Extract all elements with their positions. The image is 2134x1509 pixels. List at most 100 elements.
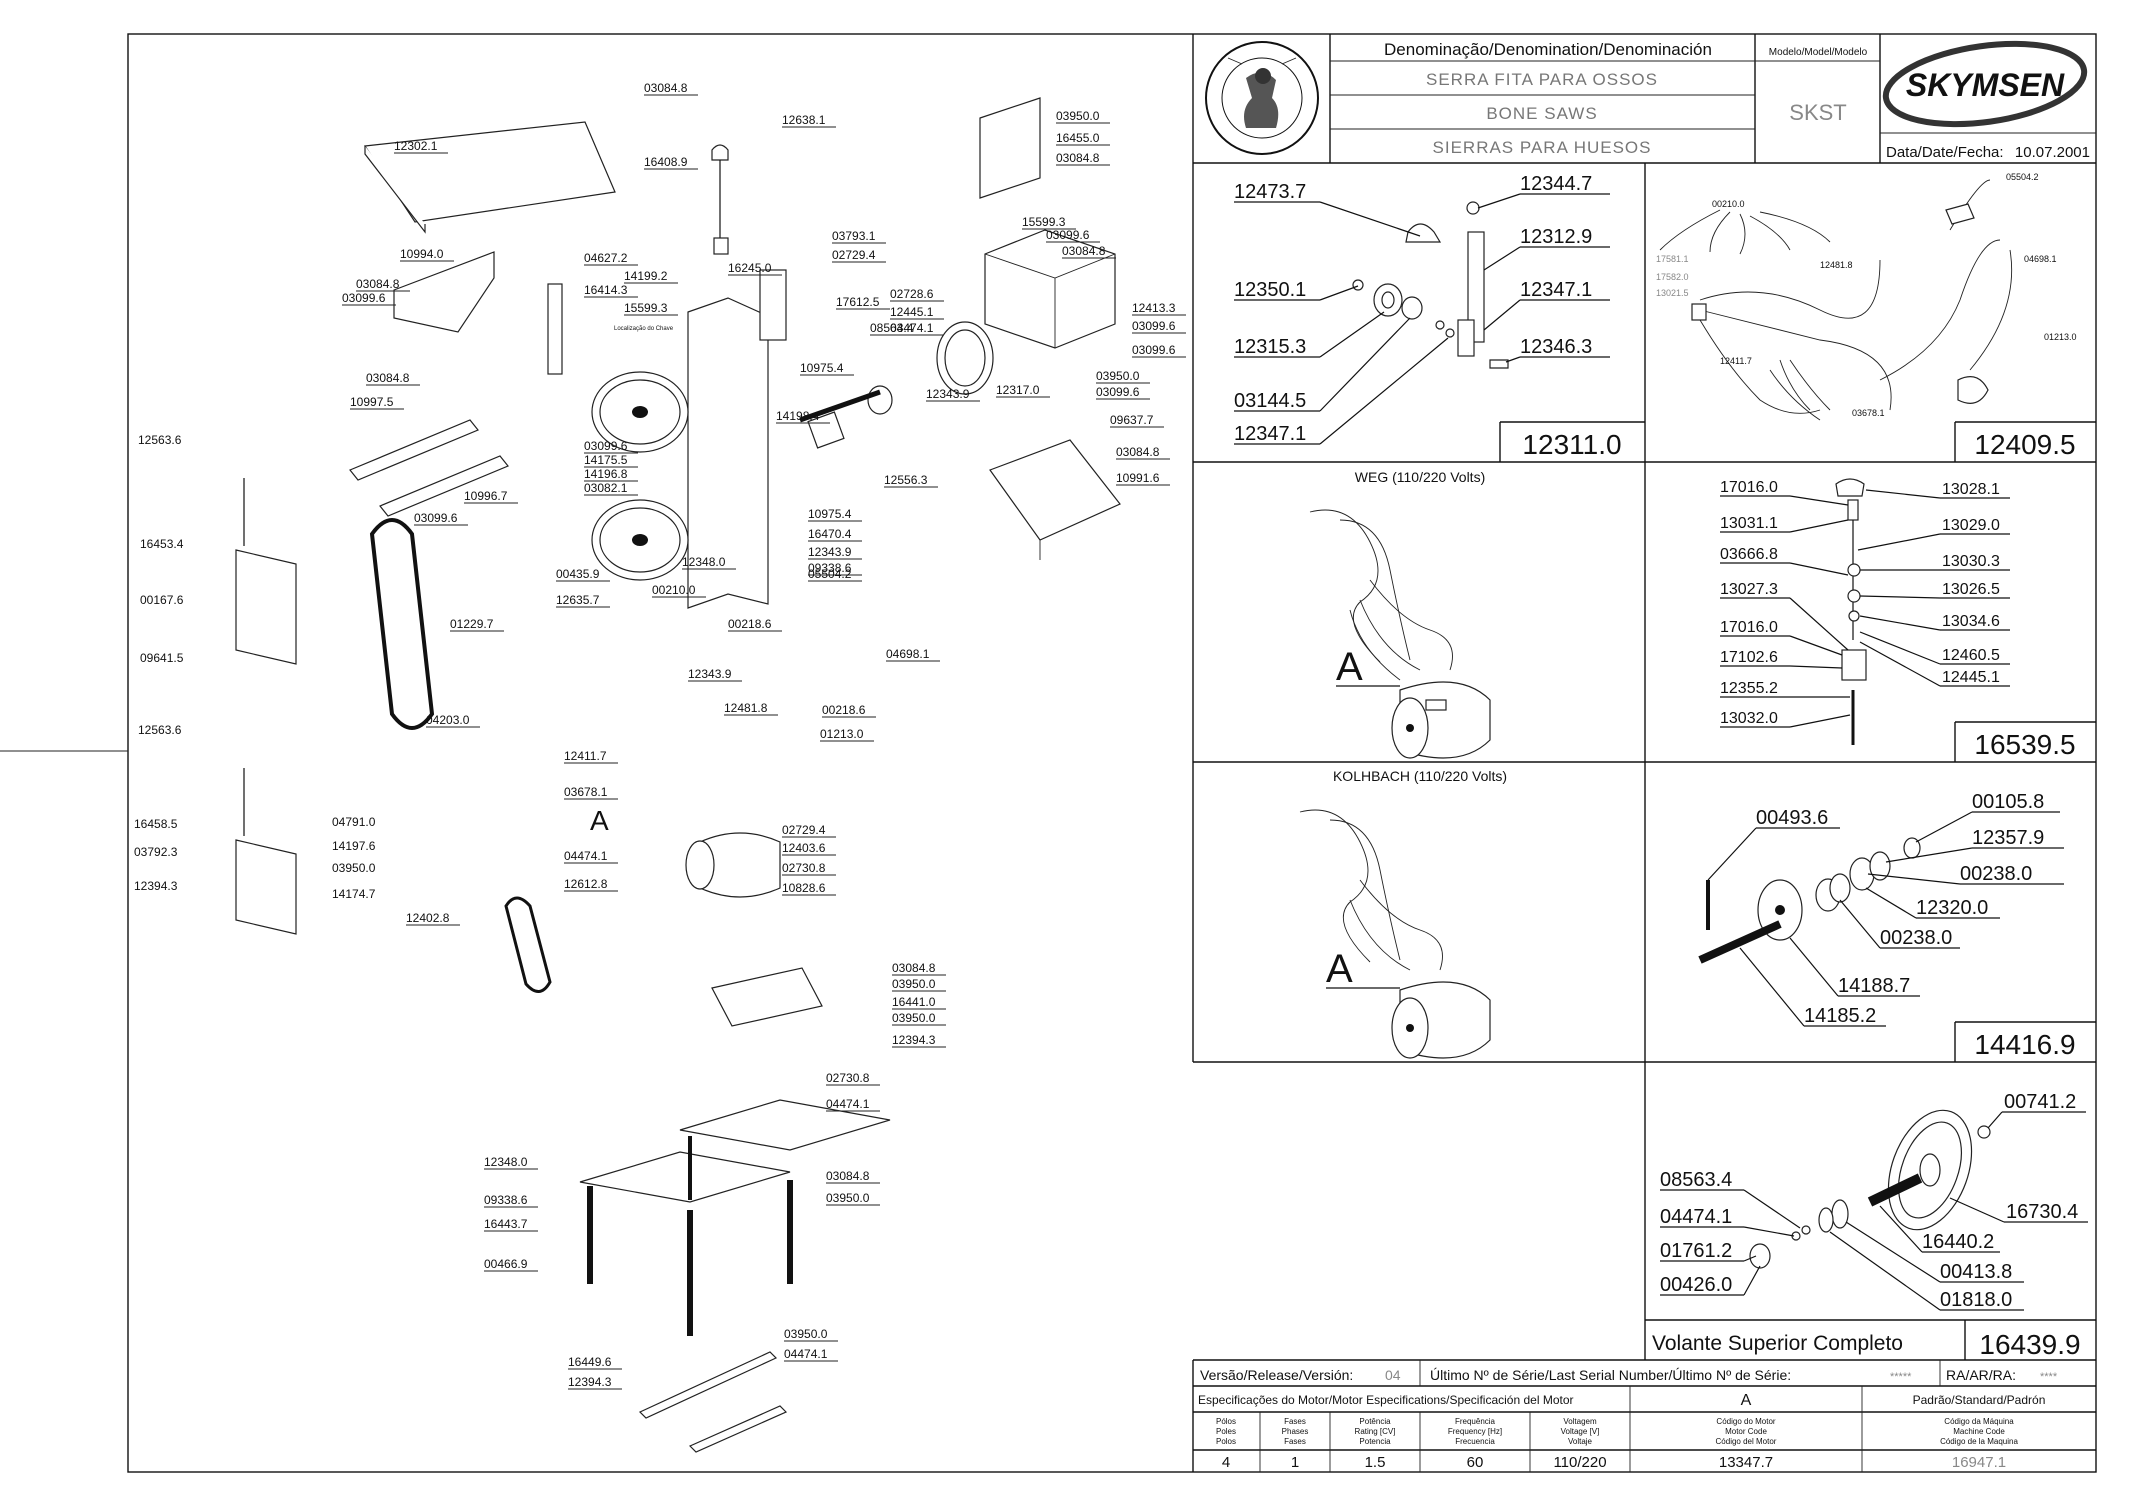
p7-label-04474.1: 04474.1 [1660, 1206, 1732, 1228]
p5-title: KOLHBACH (110/220 Volts) [1333, 768, 1507, 784]
p4-left-13032.0: 13032.0 [1720, 710, 1778, 727]
p2-label-03678.1: 03678.1 [1852, 408, 1885, 418]
p7-label-16440.2: 16440.2 [1922, 1231, 1994, 1253]
spec-header-1-1: Phases [1282, 1427, 1309, 1436]
ra-value: **** [2040, 1371, 2058, 1383]
spec-value-6: 16947.1 [1952, 1454, 2006, 1471]
ra-label: RA/AR/RA: [1946, 1367, 2016, 1383]
p6-label-14188.7: 14188.7 [1838, 975, 1910, 997]
p2-label-17582.0: 17582.0 [1656, 272, 1689, 282]
motor-spec-columns: PólosPolesPolos4FasesPhasesFases1Potênci… [1216, 1417, 2018, 1471]
p4-left-13031.1: 13031.1 [1720, 515, 1778, 532]
spec-value-5: 13347.7 [1719, 1454, 1773, 1471]
spec-header-5-0: Código do Motor [1716, 1417, 1775, 1426]
p4-right-13026.5: 13026.5 [1942, 581, 2000, 598]
panel-kolhbach-motor: KOLHBACH (110/220 Volts) A [1299, 768, 1507, 1059]
motor-spec-label: Especificações do Motor/Motor Especifica… [1198, 1393, 1574, 1407]
p4-left-17016.0b: 17016.0 [1720, 619, 1778, 636]
p2-label-01213.0: 01213.0 [2044, 332, 2077, 342]
spec-header-5-2: Código del Motor [1716, 1437, 1777, 1446]
panel-16439: 00741.2 08563.4 04474.1 01761.2 00426.0 … [1652, 1091, 2088, 1360]
p3-letter: A [1336, 645, 1363, 689]
standard-label: Padrão/Standard/Padrón [1913, 1393, 2046, 1407]
date-value: 10.07.2001 [2015, 144, 2090, 161]
brand-text: SKYMSEN [1906, 67, 2065, 103]
p2-label-00210.0: 00210.0 [1712, 199, 1745, 209]
spec-value-1: 1 [1291, 1454, 1299, 1471]
p7-label-00426.0: 00426.0 [1660, 1274, 1732, 1296]
p1-label-03144.5: 03144.5 [1234, 390, 1306, 412]
spec-header-6-0: Código da Máquina [1944, 1417, 2014, 1426]
panel-12409: 00210.0 05504.2 17581.1 17582.0 13021.5 … [1656, 172, 2077, 460]
p3-title: WEG (110/220 Volts) [1355, 469, 1485, 485]
spec-header-3-1: Frequency [Hz] [1448, 1427, 1502, 1436]
footer-table: Versão/Release/Versión: 04 Último Nº de … [1192, 1360, 2096, 1472]
p6-label-00238.0: 00238.0 [1960, 863, 2032, 885]
p6-label-00238.0b: 00238.0 [1880, 927, 1952, 949]
spec-header-2-1: Rating [CV] [1355, 1427, 1396, 1436]
spec-header-0-0: Pólos [1216, 1417, 1236, 1426]
p4-code: 16539.5 [1974, 729, 2075, 760]
p7-title: Volante Superior Completo [1652, 1332, 1903, 1355]
spec-header-2-0: Potência [1359, 1417, 1391, 1426]
p2-label-17581.1: 17581.1 [1656, 254, 1689, 264]
model-value: SKST [1789, 100, 1846, 125]
p1-label-12346.3: 12346.3 [1520, 336, 1592, 358]
spec-value-4: 110/220 [1553, 1454, 1606, 1471]
p1-label-12350.1: 12350.1 [1234, 279, 1306, 301]
p4-left-13027.3: 13027.3 [1720, 581, 1778, 598]
header-block: Denominação/Denomination/Denominación Mo… [1192, 34, 2096, 164]
spec-header-4-0: Voltagem [1563, 1417, 1597, 1426]
p1-label-12473.7: 12473.7 [1234, 181, 1306, 203]
spec-header-5-1: Motor Code [1725, 1427, 1767, 1436]
p6-label-00493.6: 00493.6 [1756, 807, 1828, 829]
panel-12311: 12473.7 12344.7 12312.9 12350.1 12347.1 … [1234, 173, 1622, 460]
spec-header-3-2: Frecuencia [1455, 1437, 1495, 1446]
p4-left-17016.0: 17016.0 [1720, 479, 1778, 496]
panel-14416: 00493.6 00105.8 12357.9 00238.0 12320.0 … [1698, 791, 2076, 1060]
p1-label-12344.7: 12344.7 [1520, 173, 1592, 195]
spec-header-4-1: Voltage [V] [1561, 1427, 1600, 1436]
motor-letter: A [1741, 1392, 1752, 1409]
spec-header-4-2: Voltaje [1568, 1437, 1593, 1446]
version-label: Versão/Release/Versión: [1200, 1367, 1353, 1383]
p4-right-13030.3: 13030.3 [1942, 553, 2000, 570]
p1-code: 12311.0 [1522, 429, 1621, 460]
spec-header-0-1: Poles [1216, 1427, 1236, 1436]
name-es: SIERRAS PARA HUESOS [1433, 138, 1652, 157]
p6-label-12357.9: 12357.9 [1972, 827, 2044, 849]
p2-label-04698.1: 04698.1 [2024, 254, 2057, 264]
p1-label-12347.1b: 12347.1 [1234, 423, 1306, 445]
serial-value: ***** [1890, 1371, 1912, 1383]
name-en: BONE SAWS [1486, 104, 1597, 123]
spec-value-0: 4 [1222, 1454, 1230, 1471]
p7-label-00741.2: 00741.2 [2004, 1091, 2076, 1113]
p2-label-12411.7: 12411.7 [1720, 356, 1752, 366]
date-label: Data/Date/Fecha: [1886, 144, 2004, 161]
spec-header-1-2: Fases [1284, 1437, 1306, 1446]
spec-header-6-1: Machine Code [1953, 1427, 2005, 1436]
p4-right-13034.6: 13034.6 [1942, 613, 2000, 630]
p2-label-12481.8: 12481.8 [1820, 260, 1853, 270]
version-value: 04 [1385, 1367, 1401, 1383]
p5-letter: A [1326, 947, 1353, 991]
p7-label-16730.4: 16730.4 [2006, 1201, 2078, 1223]
skymsen-logo: SKYMSEN [1882, 40, 2088, 128]
p7-label-00413.8: 00413.8 [1940, 1261, 2012, 1283]
spec-value-3: 60 [1467, 1454, 1484, 1471]
panel-weg-motor: WEG (110/220 Volts) A [1309, 469, 1491, 759]
serial-label: Último Nº de Série/Last Serial Number/Úl… [1430, 1367, 1791, 1383]
authorized-service-seal [1205, 41, 1319, 155]
denomination-label: Denominação/Denomination/Denominación [1384, 40, 1712, 59]
p6-code: 14416.9 [1974, 1029, 2075, 1060]
p7-code: 16439.9 [1979, 1329, 2080, 1360]
p7-label-08563.4: 08563.4 [1660, 1169, 1732, 1191]
p4-left-17102.6: 17102.6 [1720, 649, 1778, 666]
p4-right-13028.1: 13028.1 [1942, 481, 2000, 498]
p2-label-05504.2: 05504.2 [2006, 172, 2039, 182]
p4-right-13029.0: 13029.0 [1942, 517, 2000, 534]
p1-label-12312.9: 12312.9 [1520, 226, 1592, 248]
p1-label-12347.1: 12347.1 [1520, 279, 1592, 301]
p7-label-01761.2: 01761.2 [1660, 1240, 1732, 1262]
